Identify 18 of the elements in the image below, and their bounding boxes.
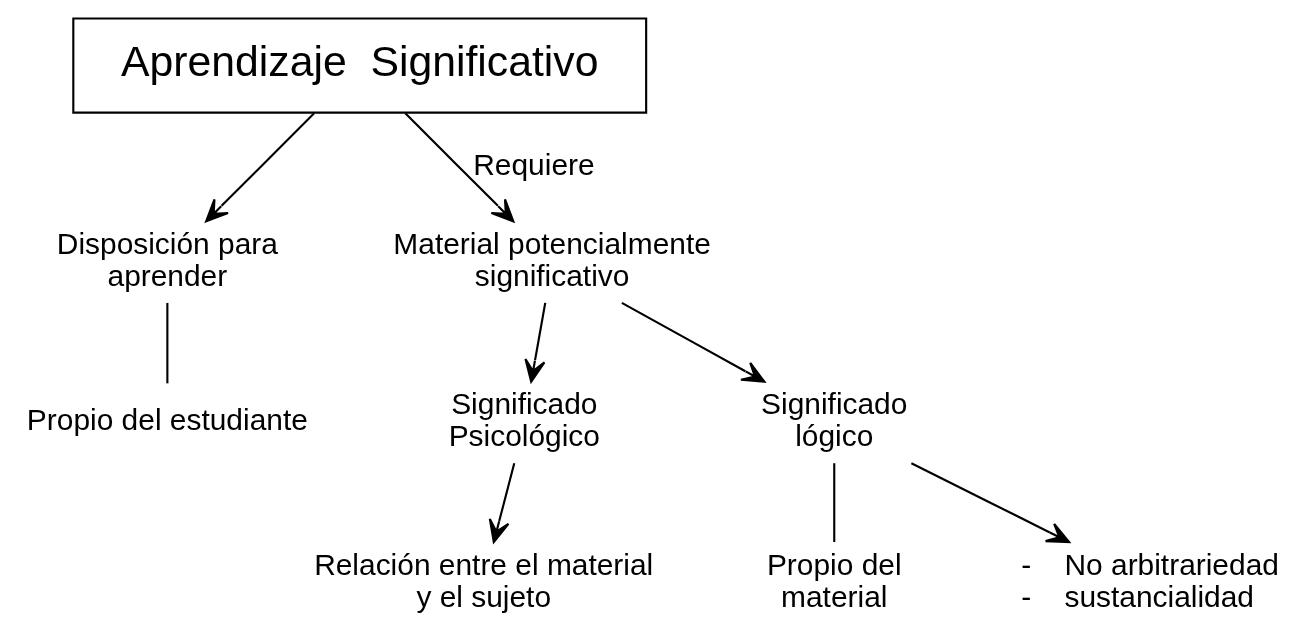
connector bbox=[166, 302, 169, 383]
arrow bbox=[524, 302, 547, 383]
node-text: Significado lógico bbox=[761, 386, 908, 452]
arrow bbox=[488, 462, 516, 543]
node-text: Disposición para aprender bbox=[56, 226, 278, 292]
connector bbox=[833, 462, 836, 542]
arrow bbox=[621, 301, 766, 383]
node-text: Propio del material bbox=[766, 547, 902, 613]
arrow bbox=[205, 112, 315, 222]
edge-label: Requiere bbox=[473, 147, 595, 181]
node-text: Significado Psicológico bbox=[448, 386, 600, 452]
node-text: Propio del estudiante bbox=[26, 402, 308, 436]
node-box: Aprendizaje Significativo bbox=[72, 17, 648, 114]
arrow bbox=[910, 461, 1071, 543]
arrow bbox=[404, 112, 515, 222]
node-text: Material potencialmente significativo bbox=[393, 226, 711, 292]
node-text: - No arbitrariedad - sustancialidad bbox=[1021, 547, 1279, 613]
node-text: Relación entre el material y el sujeto bbox=[314, 547, 654, 613]
